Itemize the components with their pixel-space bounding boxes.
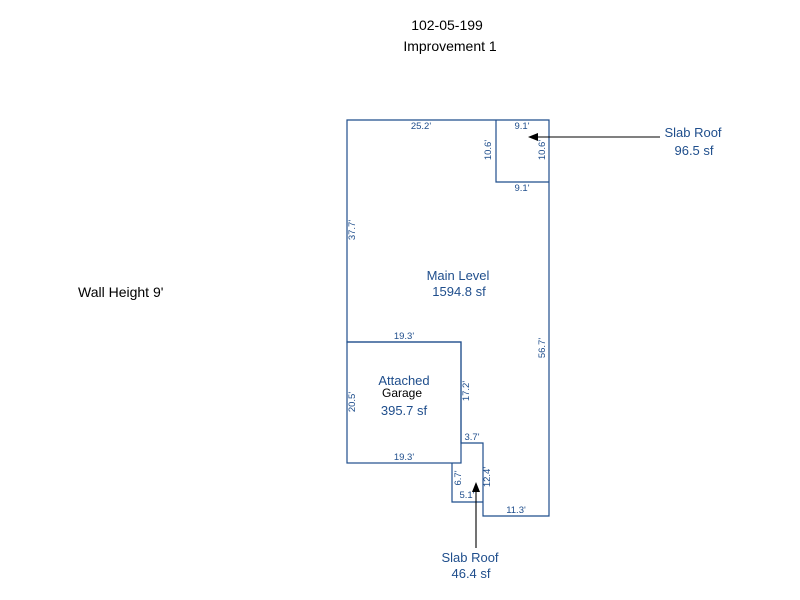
improvement-label: Improvement 1 [403, 38, 497, 54]
slab-roof-top-arrowhead [528, 133, 538, 141]
dim-left-main: 37.7' [347, 220, 358, 240]
slab-roof-top-size: 96.5 sf [674, 143, 713, 158]
slab-roof-bottom-outline [451, 463, 483, 503]
dim-garage-left: 20.5' [347, 392, 358, 412]
dim-slab-top-height-right: 10.6' [537, 140, 548, 160]
dim-slab-top-bottom: 9.1' [514, 183, 529, 194]
garage-name-line1: Attached [378, 373, 429, 388]
garage-outline [346, 341, 462, 464]
wall-height-label: Wall Height 9' [78, 284, 163, 300]
dim-garage-right: 17.2' [461, 381, 472, 401]
slab-roof-top-name: Slab Roof [664, 125, 721, 140]
dim-notch-top: 3.7' [464, 432, 479, 443]
main-level-name: Main Level [427, 268, 490, 283]
dim-garage-bottom: 19.3' [394, 452, 414, 463]
dim-notch-left: 6.7' [453, 470, 464, 485]
dim-notch-right: 12.4' [482, 467, 493, 487]
slab-roof-top-outline [495, 120, 549, 183]
garage-size: 395.7 sf [381, 403, 428, 418]
parcel-number: 102-05-199 [411, 17, 483, 33]
slab-roof-bottom-size: 46.4 sf [451, 566, 490, 581]
main-level-size: 1594.8 sf [432, 284, 486, 299]
dim-slab-top-height-left: 10.6' [483, 140, 494, 160]
dim-slab-top-width: 9.1' [514, 121, 529, 132]
slab-roof-bottom-arrowhead [472, 482, 480, 492]
dim-top-main: 25.2' [411, 121, 431, 132]
dim-right-main: 56.7' [537, 338, 548, 358]
dim-garage-top: 19.3' [394, 331, 414, 342]
main-level-outline [346, 119, 550, 517]
slab-roof-bottom-name: Slab Roof [441, 550, 498, 565]
dim-bottom-main: 11.3' [506, 505, 526, 516]
garage-name-line2: Garage [382, 386, 422, 400]
dim-notch-bottom: 5.1' [459, 490, 474, 501]
